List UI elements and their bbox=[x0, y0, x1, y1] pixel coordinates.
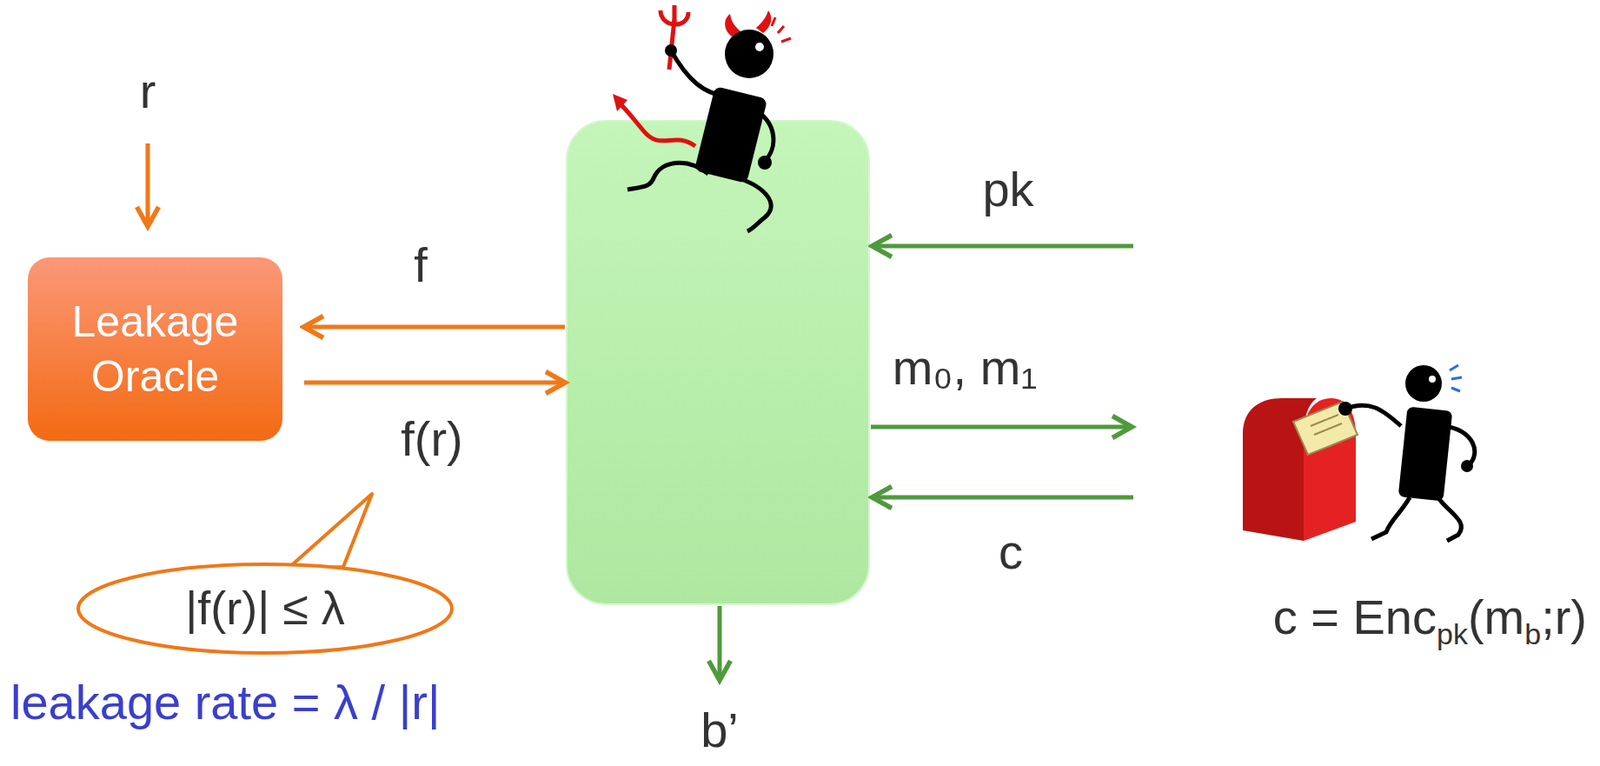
sender-marks bbox=[1449, 365, 1462, 392]
devil-eye bbox=[755, 42, 764, 52]
bubble-text: |f(r)| ≤ λ bbox=[185, 578, 346, 638]
sender-arm bbox=[1444, 425, 1475, 465]
sender-body bbox=[1398, 406, 1454, 502]
oracle-box: Leakage Oracle bbox=[27, 257, 283, 441]
answer-arrow bbox=[304, 380, 564, 386]
formula-part: ;r) bbox=[1540, 589, 1587, 644]
sender-leg bbox=[1371, 497, 1410, 539]
leakage-rate: leakage rate = λ / |r| bbox=[10, 677, 440, 727]
pk-arrow bbox=[874, 244, 1134, 249]
devil-hand bbox=[664, 44, 678, 57]
sender-arm bbox=[1345, 404, 1401, 426]
adversary-box bbox=[566, 120, 870, 605]
formula-subscript: pk bbox=[1436, 617, 1468, 651]
query-label: f bbox=[413, 240, 428, 290]
sender-eye bbox=[1428, 375, 1436, 383]
query-arrow bbox=[305, 325, 565, 330]
sender-hand bbox=[1338, 401, 1353, 416]
devil-arm bbox=[752, 108, 774, 161]
ciphertext-arrow bbox=[874, 495, 1134, 500]
encryption-formula: c = Encpk(mb;r) bbox=[1273, 592, 1587, 649]
devil-body bbox=[694, 86, 768, 184]
devil-tail bbox=[618, 102, 696, 147]
formula-part: (m bbox=[1467, 589, 1525, 644]
pk-label: pk bbox=[982, 165, 1034, 214]
output-label: b’ bbox=[700, 705, 739, 755]
devil-leg bbox=[738, 178, 771, 232]
devil-figure bbox=[612, 5, 791, 232]
sender-head bbox=[1405, 365, 1442, 402]
bubble-ellipse bbox=[78, 564, 452, 653]
devil-leg bbox=[627, 162, 709, 190]
box-label: Leakage Oracle bbox=[48, 294, 262, 404]
formula-part: c = Enc bbox=[1273, 589, 1437, 644]
speech-bubble: |f(r)| ≤ λ bbox=[76, 562, 454, 655]
trident-head bbox=[660, 5, 689, 25]
sender-figure bbox=[1242, 365, 1475, 541]
sender-leg bbox=[1439, 498, 1461, 541]
bubble-tail bbox=[286, 493, 372, 570]
devil-head bbox=[724, 29, 774, 79]
letter-lines bbox=[1310, 414, 1342, 435]
devil-hand bbox=[757, 155, 772, 170]
answer-label: f(r) bbox=[400, 414, 464, 464]
devil-marks bbox=[771, 17, 791, 42]
devil-horn bbox=[756, 10, 771, 34]
formula-subscript: b bbox=[1524, 617, 1541, 651]
ciphertext-label: c bbox=[998, 527, 1023, 577]
letter bbox=[1293, 401, 1358, 455]
message-arrow bbox=[870, 424, 1130, 430]
output-arrow bbox=[717, 605, 723, 678]
sender-hand bbox=[1460, 459, 1474, 472]
input-arrow bbox=[146, 143, 151, 225]
input-label: r bbox=[139, 66, 157, 116]
trident-shaft bbox=[669, 19, 675, 70]
message-label: m₀, m₁ bbox=[892, 343, 1038, 392]
devil-tail-tip bbox=[612, 93, 628, 112]
